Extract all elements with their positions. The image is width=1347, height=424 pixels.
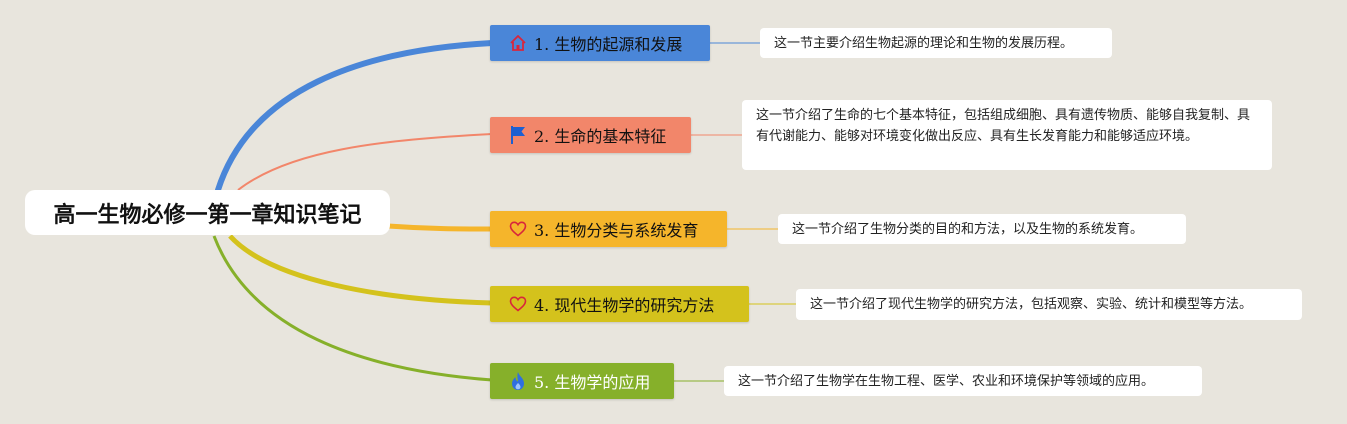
root-topic[interactable]: 高一生物必修一第一章知识笔记 <box>25 190 390 235</box>
topic-label: 3. 生物分类与系统发育 <box>534 221 699 240</box>
flag-icon <box>508 125 528 145</box>
topic-label: 2. 生命的基本特征 <box>534 127 667 146</box>
note-text: 这一节介绍了生物学在生物工程、医学、农业和环境保护等领域的应用。 <box>738 373 1155 389</box>
topic-applications-of-biology[interactable]: 5. 生物学的应用 <box>490 363 674 399</box>
topic-modern-research-methods[interactable]: 4. 现代生物学的研究方法 <box>490 286 749 322</box>
note-text: 这一节介绍了现代生物学的研究方法，包括观察、实验、统计和模型等方法。 <box>810 297 1253 312</box>
branch-curve-4 <box>228 234 493 306</box>
home-icon <box>508 33 528 53</box>
note-applications-of-biology: 这一节介绍了生物学在生物工程、医学、农业和环境保护等领域的应用。 <box>724 366 1202 396</box>
root-title: 高一生物必修一第一章知识笔记 <box>53 202 362 228</box>
note-basic-characteristics: 这一节介绍了生命的七个基本特征，包括组成细胞、具有遗传物质、能够自我复制、具有代… <box>742 100 1272 170</box>
branch-curve-2 <box>237 133 493 191</box>
flame-icon <box>508 371 528 391</box>
topic-label: 5. 生物学的应用 <box>534 373 651 392</box>
topic-label: 1. 生物的起源和发展 <box>534 35 683 54</box>
topic-label: 4. 现代生物学的研究方法 <box>534 296 715 315</box>
note-text: 这一节介绍了生物分类的目的和方法，以及生物的系统发育。 <box>792 221 1144 237</box>
heart-icon <box>508 219 528 239</box>
note-classification-and-phylogeny: 这一节介绍了生物分类的目的和方法，以及生物的系统发育。 <box>778 214 1186 244</box>
branch-curve-1 <box>215 40 495 193</box>
note-text: 这一节介绍了生命的七个基本特征，包括组成细胞、具有遗传物质、能够自我复制、具有代… <box>756 108 1251 144</box>
topic-basic-characteristics[interactable]: 2. 生命的基本特征 <box>490 117 691 153</box>
note-text: 这一节主要介绍生物起源的理论和生物的发展历程。 <box>774 35 1074 51</box>
note-origin-and-development: 这一节主要介绍生物起源的理论和生物的发展历程。 <box>760 28 1112 58</box>
branch-curve-3 <box>387 223 493 232</box>
topic-classification-and-phylogeny[interactable]: 3. 生物分类与系统发育 <box>490 211 727 247</box>
heart-icon <box>508 294 528 314</box>
branch-curve-5 <box>212 235 493 382</box>
topic-origin-and-development[interactable]: 1. 生物的起源和发展 <box>490 25 710 61</box>
note-modern-research-methods: 这一节介绍了现代生物学的研究方法，包括观察、实验、统计和模型等方法。 <box>796 289 1302 320</box>
